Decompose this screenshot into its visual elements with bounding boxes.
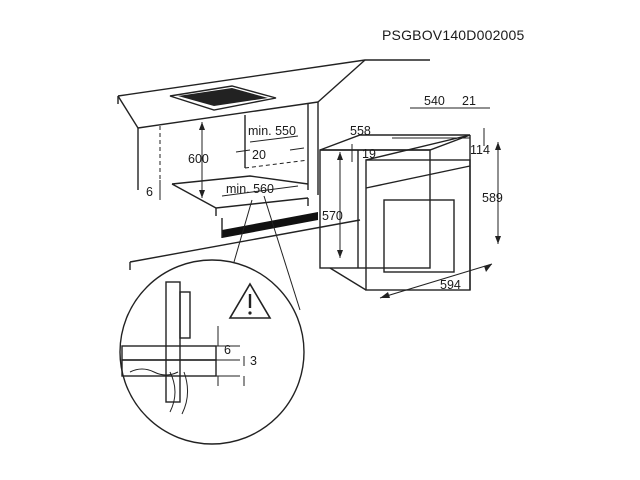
detail-callout — [119, 195, 305, 445]
dim-rail-gap: 20 — [252, 148, 266, 162]
dim-niche-depth: min. 550 — [248, 124, 296, 138]
dim-shelf-thickness: 6 — [146, 185, 153, 199]
niche-dimension-lines — [159, 122, 305, 198]
detail-section — [121, 281, 245, 415]
product-code: PSGBOV140D002005 — [382, 27, 525, 43]
dim-detail-gap: 6 — [224, 343, 231, 357]
cabinet-niche — [129, 102, 361, 270]
dim-top-offset: 19 — [362, 147, 376, 161]
countertop — [117, 59, 430, 129]
dim-oven-width-depth: 558 — [350, 124, 371, 138]
oven-front — [319, 134, 471, 291]
dim-oven-body-height: 570 — [322, 209, 343, 223]
dim-panel-height: 114 — [470, 143, 490, 157]
dim-niche-height: 600 — [188, 152, 209, 166]
warning-triangle-icon — [228, 282, 272, 319]
dim-niche-width: min. 560 — [226, 182, 274, 196]
dim-detail-offset: 3 — [250, 354, 257, 368]
dim-oven-depth: 540 — [424, 94, 445, 108]
hob-cooktop — [169, 85, 277, 111]
dim-oven-height-total: 589 — [482, 191, 503, 205]
oven-dimension-lines — [337, 107, 501, 299]
dim-oven-width: 594 — [440, 278, 461, 292]
dim-front-thickness: 21 — [462, 94, 476, 108]
